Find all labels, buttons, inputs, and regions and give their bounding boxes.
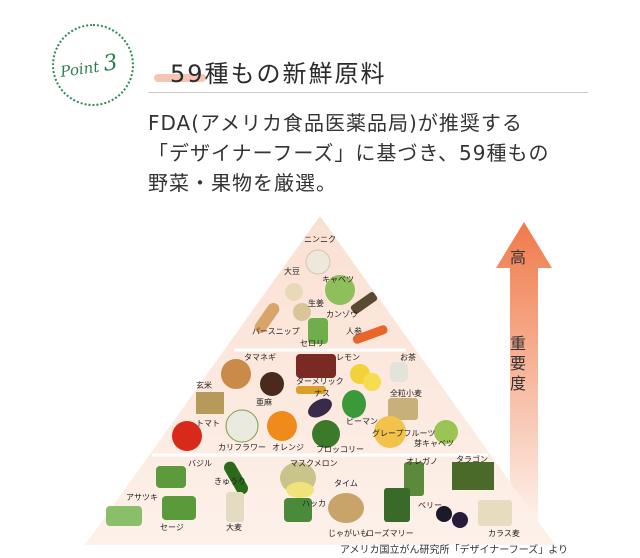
importance-label-3: 度	[510, 374, 527, 393]
source-caption: アメリカ国立がん研究所「デザイナーフーズ」より	[340, 545, 568, 556]
svg-text:じゃがいも: じゃがいも	[328, 528, 368, 538]
svg-text:セージ: セージ	[160, 523, 184, 532]
svg-text:タラゴン: タラゴン	[456, 454, 488, 464]
svg-text:人参: 人参	[346, 326, 362, 336]
svg-text:タイム: タイム	[334, 479, 358, 488]
svg-text:トマト: トマト	[196, 419, 220, 428]
description: FDA(アメリカ食品医薬品局)が推奨する 「デザイナーフーズ」に基づき、59種も…	[148, 108, 608, 198]
svg-text:きゅうり: きゅうり	[214, 477, 246, 486]
importance-label-2: 要	[510, 354, 527, 373]
pyramid-shape	[85, 216, 555, 545]
svg-text:ハッカ: ハッカ	[302, 499, 326, 508]
svg-text:アサツキ: アサツキ	[126, 493, 158, 502]
svg-text:レモン: レモン	[336, 353, 360, 362]
title-divider	[148, 92, 588, 93]
svg-text:ニンニク: ニンニク	[304, 235, 336, 244]
description-line-1: FDA(アメリカ食品医薬品局)が推奨する	[148, 111, 523, 135]
svg-text:オレガノ: オレガノ	[406, 456, 438, 466]
point-badge: Point 3	[52, 24, 134, 106]
svg-text:マスクメロン: マスクメロン	[290, 459, 338, 468]
importance-arrow	[496, 222, 552, 540]
svg-text:ナス: ナス	[314, 389, 330, 398]
svg-text:ピーマン: ピーマン	[346, 417, 378, 426]
svg-text:パースニップ: パースニップ	[252, 327, 300, 336]
svg-text:お茶: お茶	[400, 352, 416, 362]
svg-text:ローズマリー: ローズマリー	[366, 528, 414, 538]
svg-text:キャベツ: キャベツ	[322, 275, 354, 284]
svg-text:カンゾウ: カンゾウ	[326, 310, 358, 319]
svg-text:ブロッコリー: ブロッコリー	[316, 444, 364, 454]
svg-text:カリフラワー: カリフラワー	[218, 443, 266, 452]
importance-top-label: 高	[510, 248, 527, 267]
svg-text:全粒小麦: 全粒小麦	[390, 388, 422, 398]
description-line-2: 「デザイナーフーズ」に基づき、59種もの	[148, 141, 550, 165]
importance-label-1: 重	[510, 334, 527, 353]
svg-text:グレープフルーツ: グレープフルーツ	[372, 428, 435, 438]
tier-3-labels: バジル マスクメロン オレガノ タラゴン アサツキ きゅうり タイム ハッカ ベ…	[126, 454, 520, 538]
svg-text:タマネギ: タマネギ	[244, 353, 276, 362]
svg-text:ベリー: ベリー	[418, 501, 442, 510]
svg-text:芽キャベツ: 芽キャベツ	[414, 438, 454, 448]
title-highlight	[154, 74, 206, 82]
svg-text:大豆: 大豆	[284, 266, 300, 276]
svg-text:オレンジ: オレンジ	[272, 443, 304, 452]
section-title: 59種もの新鮮原料	[170, 60, 387, 88]
svg-text:ターメリック: ターメリック	[296, 377, 344, 386]
tier-2-items	[172, 354, 458, 451]
svg-text:亜麻: 亜麻	[256, 397, 272, 407]
svg-text:セロリ: セロリ	[300, 339, 324, 348]
tier-1-items	[254, 249, 388, 344]
description-line-3: 野菜・果物を厳選。	[148, 171, 337, 195]
svg-text:カラス麦: カラス麦	[488, 528, 520, 538]
tier-3-items	[106, 461, 512, 528]
svg-text:大麦: 大麦	[226, 522, 242, 532]
svg-text:生姜: 生姜	[308, 298, 324, 308]
tier-2-labels: タマネギ レモン お茶 玄米 ターメリック 全粒小麦 亜麻 ナス ピーマン トマ…	[196, 352, 454, 454]
svg-text:バジル: バジル	[188, 459, 212, 468]
tier-1-labels: ニンニク 大豆 キャベツ 生姜 カンゾウ 人参 パースニップ セロリ	[252, 235, 362, 348]
svg-text:玄米: 玄米	[196, 380, 212, 390]
